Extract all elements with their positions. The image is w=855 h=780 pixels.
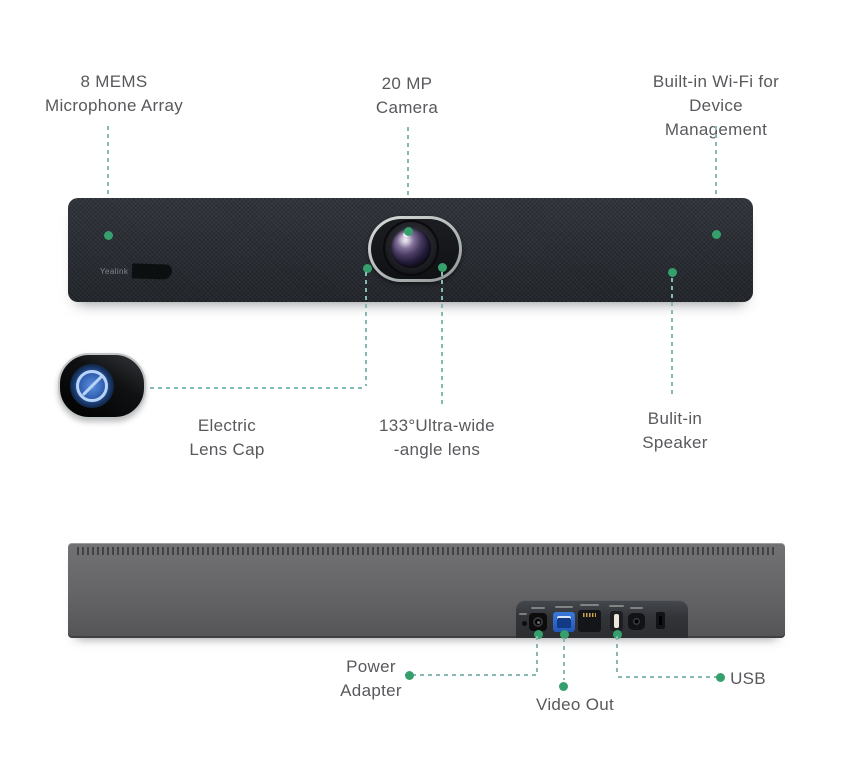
camera-module-bezel [368,216,462,282]
port-label-mark [609,605,624,607]
usb-b-port-inner [557,616,571,628]
anchor-dot-power-port [534,630,543,639]
reset-hole [522,621,527,626]
anchor-dot-lens-cap [363,264,372,273]
label-dot-usb [716,673,725,682]
soundbar-rear-view [68,543,785,638]
power-jack [529,613,547,631]
audio-jack [628,613,645,630]
callout-label-wifi: Built-in Wi-Fi for Device Management [652,72,780,139]
ethernet-port-pins [583,613,596,617]
electric-lens-cap-icon [58,353,146,419]
brand-logo: Yealink [100,267,129,276]
security-lock-slot-opening [659,616,662,625]
callout-label-speaker: Bulit-in Speaker [642,409,708,452]
anchor-dot-camera [404,227,413,236]
port-label-mark [531,607,545,609]
port-label-mark [630,607,643,609]
leader-line-video-out [563,638,565,680]
leader-line-mic-array [107,126,109,232]
rear-port-panel [516,600,688,638]
port-label-mark [580,604,599,606]
soundbar-front-view: Yealink [68,198,753,302]
usb-b-video-out-port [553,612,575,632]
anchor-dot-wifi [712,230,721,239]
anchor-dot-video-out-port [560,630,569,639]
leader-line-lens-cap-horizontal [150,387,366,389]
audio-jack-hole [633,618,640,625]
anchor-dot-usb-port [613,630,622,639]
power-jack-pin [536,620,540,624]
prohibition-circle-icon [76,370,108,402]
usb-a-port-tongue [614,614,619,628]
lens-cap-glow [70,364,114,408]
leader-line-camera [407,127,409,227]
callout-label-wide-angle: 133°Ultra-wide -angle lens [379,416,495,459]
leader-line-lens-cap-vertical [365,272,367,386]
port-label-mark [519,613,527,615]
leader-line-power-horizontal [412,674,538,676]
security-lock-slot [656,612,665,629]
callout-label-power-adapter: Power Adapter [340,657,402,700]
usb-a-port [610,611,623,631]
vent-slots [77,547,776,555]
callout-label-mic-array: 8 MEMS Microphone Array [44,72,184,115]
anchor-dot-mic-array [104,231,113,240]
leader-line-wide-angle [441,272,443,406]
callout-label-lens-cap: Electric Lens Cap [189,416,265,459]
label-dot-power-adapter [405,671,414,680]
leader-line-speaker [671,278,673,396]
leader-line-wifi [715,126,717,231]
leader-line-usb-horizontal [618,676,718,678]
leader-line-power-vertical [536,636,538,674]
anchor-dot-speaker [668,268,677,277]
callout-label-usb: USB [730,669,766,688]
anchor-dot-wide-angle [438,263,447,272]
callout-label-video-out: Video Out [536,695,614,714]
leader-line-usb-vertical [616,636,618,676]
brand-notch [131,263,173,280]
port-label-mark [555,606,573,608]
ethernet-port [578,610,601,632]
callout-label-camera: 20 MP Camera [375,74,439,117]
label-dot-video-out [559,682,568,691]
